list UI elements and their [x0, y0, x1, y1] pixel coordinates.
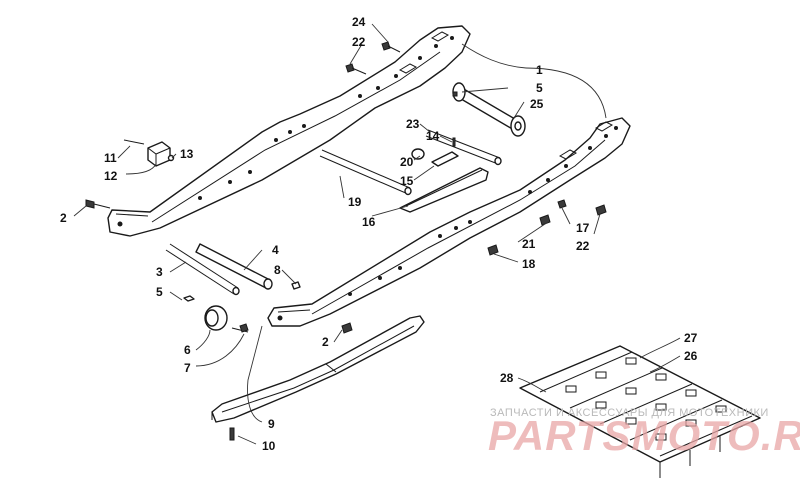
callout-12: 12: [104, 169, 118, 183]
callouts: 24 22 1 5 25 23 14 20 15 11 13 12 2 19 1…: [60, 15, 698, 453]
callout-10: 10: [262, 439, 276, 453]
callout-8: 8: [274, 263, 281, 277]
watermark-tagline: ЗАПЧАСТИ И АКСЕССУАРЫ ДЛЯ МОТОТЕХНИКИ: [490, 407, 769, 419]
callout-9: 9: [268, 417, 275, 431]
callout-27: 27: [684, 331, 698, 345]
watermark-logo: PARTSMOTO.RU: [488, 412, 800, 459]
callout-13: 13: [180, 147, 194, 161]
callout-3: 3: [156, 265, 163, 279]
callout-5-left: 5: [156, 285, 163, 299]
wear-strip: [211, 315, 425, 423]
callout-20: 20: [400, 155, 414, 169]
bolts: [85, 41, 607, 441]
callout-25: 25: [530, 97, 544, 111]
callout-4: 4: [272, 243, 279, 257]
lower-side-rail: [267, 117, 631, 327]
callout-5-top: 5: [536, 81, 543, 95]
callout-2-left: 2: [60, 211, 67, 225]
callout-16: 16: [362, 215, 376, 229]
callout-7: 7: [184, 361, 191, 375]
idler-wheel: [183, 281, 301, 333]
watermark: ЗАПЧАСТИ И АКСЕССУАРЫ ДЛЯ МОТОТЕХНИКИ PA…: [488, 407, 800, 459]
callout-17: 17: [576, 221, 590, 235]
callout-2-bottom: 2: [322, 335, 329, 349]
callout-22-top: 22: [352, 35, 366, 49]
track-section: [519, 345, 761, 478]
leader-lines: [73, 23, 681, 445]
callout-24: 24: [352, 15, 366, 29]
callout-22-right: 22: [576, 239, 590, 253]
callout-1: 1: [536, 63, 543, 77]
callout-23: 23: [406, 117, 420, 131]
limiter-block: [123, 139, 175, 167]
callout-11: 11: [104, 151, 117, 165]
callout-26: 26: [684, 349, 698, 363]
callout-18: 18: [522, 257, 536, 271]
slide-block: [399, 137, 489, 213]
callout-6: 6: [184, 343, 191, 357]
upper-side-rail: [107, 25, 471, 237]
callout-21: 21: [522, 237, 536, 251]
callout-15: 15: [400, 174, 414, 188]
callout-14: 14: [426, 129, 440, 143]
cross-shafts: [165, 82, 526, 296]
callout-19: 19: [348, 195, 362, 209]
callout-28: 28: [500, 371, 514, 385]
